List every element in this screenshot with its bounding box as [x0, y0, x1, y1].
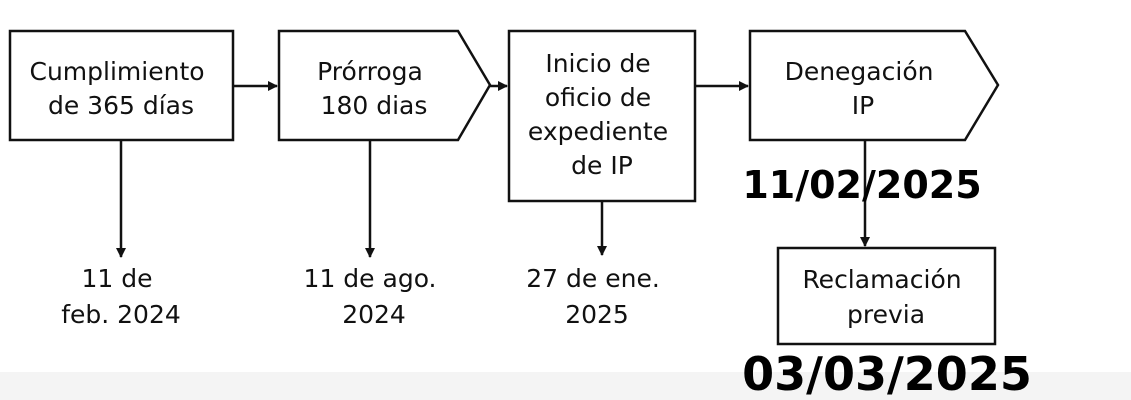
node-cumplimiento-line-1: Cumplimiento [30, 57, 205, 86]
node-inicio-line-4: de IP [571, 151, 633, 180]
node-inicio-label: Inicio de oficio de expediente de IP [528, 49, 676, 180]
node-prorroga-line-2: 180 dias [321, 91, 428, 120]
node-cumplimiento-line-2: de 365 días [48, 91, 194, 120]
bottom-band [0, 372, 1131, 400]
date-reclamacion: 03/03/2025 [742, 347, 1032, 400]
date-cumplimiento-line-1: 11 de [82, 264, 153, 293]
node-reclamacion-box [776, 246, 997, 346]
node-reclamacion-label: Reclamación previa [802, 265, 969, 329]
date-cumplimiento-line-2: feb. 2024 [61, 300, 181, 329]
node-reclamacion-line-2: previa [847, 300, 925, 329]
node-denegacion-line-2: IP [852, 91, 874, 120]
node-prorroga-label: Prórroga 180 dias [317, 57, 431, 120]
node-denegacion: Denegación IP [748, 29, 1000, 142]
node-prorroga: Prórroga 180 dias [277, 29, 492, 142]
node-cumplimiento-box [8, 29, 235, 142]
node-reclamacion-line-1: Reclamación [802, 265, 961, 294]
node-cumplimiento: Cumplimiento de 365 días [8, 29, 235, 142]
node-prorroga-shape [277, 29, 492, 142]
date-prorroga-line-1: 11 de ago. [304, 264, 437, 293]
date-inicio-line-2: 2025 [565, 300, 629, 329]
date-inicio-line-1: 27 de ene. [526, 264, 660, 293]
node-inicio-line-3: expediente [528, 117, 668, 146]
node-denegacion-label: Denegación IP [785, 57, 942, 120]
node-inicio: Inicio de oficio de expediente de IP [507, 29, 697, 203]
node-inicio-line-2: oficio de [545, 83, 651, 112]
date-denegacion: 11/02/2025 [742, 163, 981, 207]
node-denegacion-shape [748, 29, 1000, 142]
date-prorroga: 11 de ago. 2024 [304, 264, 445, 329]
node-denegacion-line-1: Denegación [785, 57, 934, 86]
date-prorroga-line-2: 2024 [342, 300, 406, 329]
date-inicio: 27 de ene. 2025 [526, 264, 667, 329]
node-prorroga-line-1: Prórroga [317, 57, 423, 86]
node-cumplimiento-label: Cumplimiento de 365 días [30, 57, 213, 120]
node-inicio-line-1: Inicio de [545, 49, 650, 78]
node-reclamacion: Reclamación previa [776, 246, 997, 346]
date-cumplimiento: 11 de feb. 2024 [61, 264, 181, 329]
